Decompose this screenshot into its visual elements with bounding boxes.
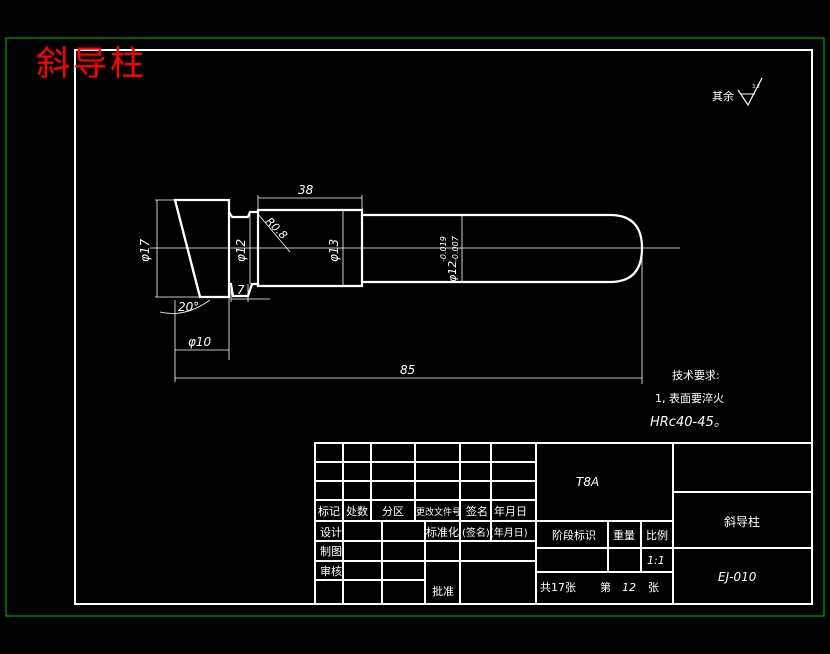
dim-d10: φ10 [188,335,212,349]
surface-roughness: 其余 3.2 [712,77,763,107]
roughness-symbol-icon [737,77,763,107]
dim-len7: 7 [237,283,245,297]
surface-note: 其余 [712,89,734,103]
tech-req-line1: 1, 表面要淬火 [655,391,724,405]
tb-part-name: 斜导柱 [724,514,760,529]
dimension-lines [155,195,643,384]
tb-total-sheets: 共17张 [540,581,576,594]
tb-stage: 阶段标识 [552,528,596,542]
outer-frame [5,37,825,617]
tb-rev-h3: 更改文件号 [416,506,461,518]
tb-sheet-label: 第 [600,580,611,594]
drawing-title: 斜导柱 [36,44,147,84]
tb-scale: 1:1 [647,554,665,567]
tb-sheet-unit: 张 [648,581,659,594]
dim-tol-lower: -0.007 [451,235,460,262]
tb-ratio: 比例 [646,528,668,542]
tb-check: 审核 [320,564,342,578]
dim-d12-fit: φ12 [446,261,459,282]
tb-sheet-no: 12 [622,581,636,594]
tb-draw: 制图 [320,545,342,558]
dim-d17: φ17 [138,238,152,262]
tb-rev-h2: 分区 [382,505,404,518]
tb-rev-h4: 签名 [466,504,488,518]
tech-requirements: 技术要求: 1, 表面要淬火 HRc40-45。 [650,369,727,430]
tb-rev-h5: 年月日 [494,504,527,518]
tb-material: T8A [576,475,599,489]
dim-len85: 85 [400,363,415,377]
tb-drawing-no: EJ-010 [718,570,757,584]
tb-standard: 标准化 [426,525,459,539]
tb-approve: 批准 [432,584,454,598]
tb-sign-date: (签名)(年月日) [462,526,528,539]
tb-design: 设计 [320,526,342,539]
title-block [314,442,813,605]
dim-r08: R0.8 [263,215,290,242]
tech-req-line2: HRc40-45。 [650,415,727,430]
dim-d13: φ13 [327,239,341,262]
dim-d12: φ12 [234,239,248,262]
dim-tol-upper: -0.019 [439,236,448,262]
tb-rev-h1: 处数 [346,505,368,518]
tb-rev-h0: 标记 [318,504,340,518]
tech-req-heading: 技术要求: [672,369,720,382]
dim-len38: 38 [298,183,314,197]
chamfer-line [173,199,202,298]
roughness-value: 3.2 [752,84,760,90]
title-block-text: 标记 处数 分区 更改文件号 签名 年月日 设计 标准化 (签名)(年月日) 制… [318,475,760,598]
dim-ang20: 20° [178,300,199,314]
tb-weight: 重量 [613,528,635,542]
